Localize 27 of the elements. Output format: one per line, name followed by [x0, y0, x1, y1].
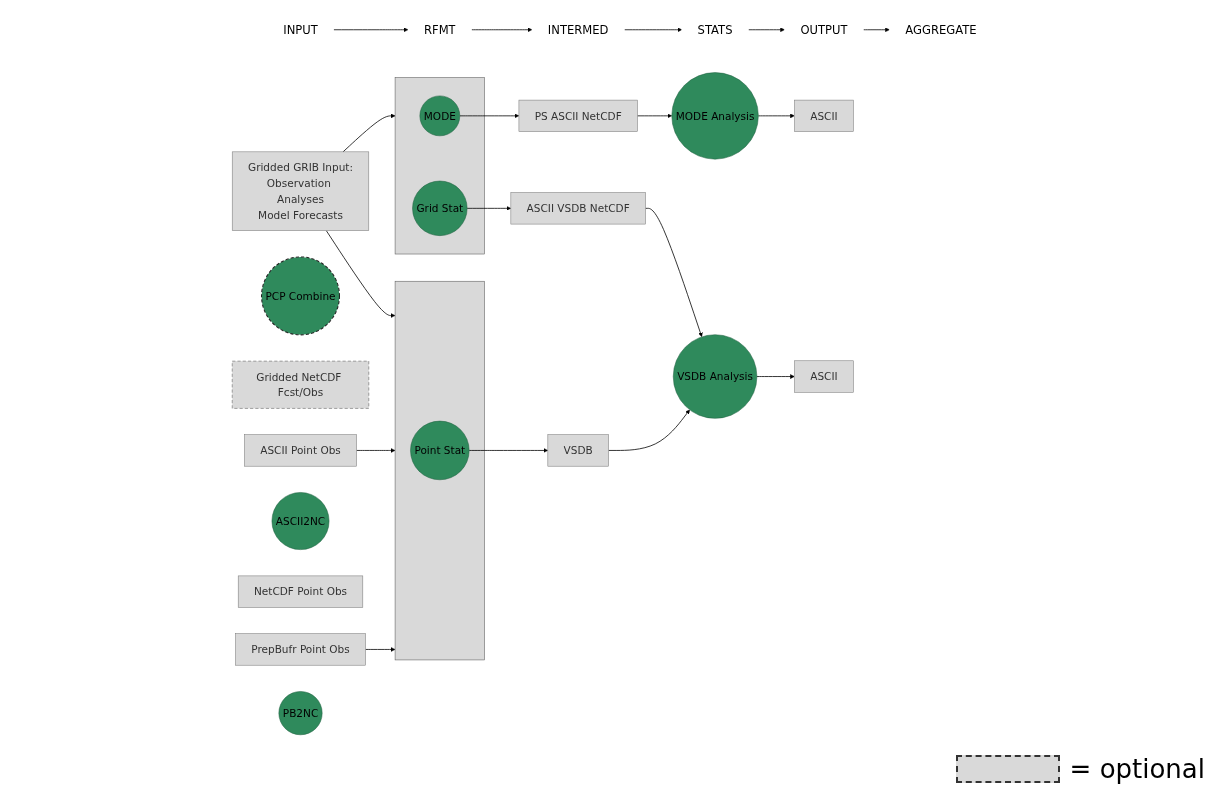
- node-box: ASCII VSDB NetCDF: [510, 191, 646, 224]
- node-box: ASCII: [794, 99, 854, 132]
- node-circle: PB2NC: [278, 690, 323, 735]
- node-box: Gridded NetCDF Fcst/Obs: [232, 360, 370, 409]
- node-box: Gridded GRIB Input: Observation Analyses Model Forecasts: [232, 151, 370, 231]
- node-box: VSDB: [547, 433, 609, 466]
- node-text: AGGREGATE: [905, 22, 977, 36]
- node-text: OUTPUT: [800, 22, 848, 36]
- node-circle: MODE Analysis: [671, 71, 759, 159]
- node-text: INPUT: [283, 22, 318, 36]
- node-circle: Grid Stat: [412, 180, 468, 236]
- node-text: RFMT: [424, 22, 456, 36]
- node-circle: Point Stat: [410, 420, 470, 480]
- cluster: [395, 76, 486, 254]
- node-box: NetCDF Point Obs: [238, 575, 364, 608]
- node-text: INTERMED: [548, 22, 609, 36]
- node-box: ASCII: [794, 360, 854, 393]
- node-text: STATS: [697, 22, 733, 36]
- node-box: PS ASCII NetCDF: [518, 99, 638, 132]
- legend-text: = optional: [1069, 754, 1205, 784]
- node-circle: VSDB Analysis: [673, 333, 758, 419]
- node-circle: PCP Combine: [261, 255, 341, 335]
- node-box: ASCII Point Obs: [244, 433, 358, 466]
- node-circle: ASCII2NC: [271, 491, 330, 550]
- node-box: PrepBufr Point Obs: [235, 632, 366, 665]
- node-circle: MODE: [419, 95, 461, 136]
- cluster: [395, 280, 486, 660]
